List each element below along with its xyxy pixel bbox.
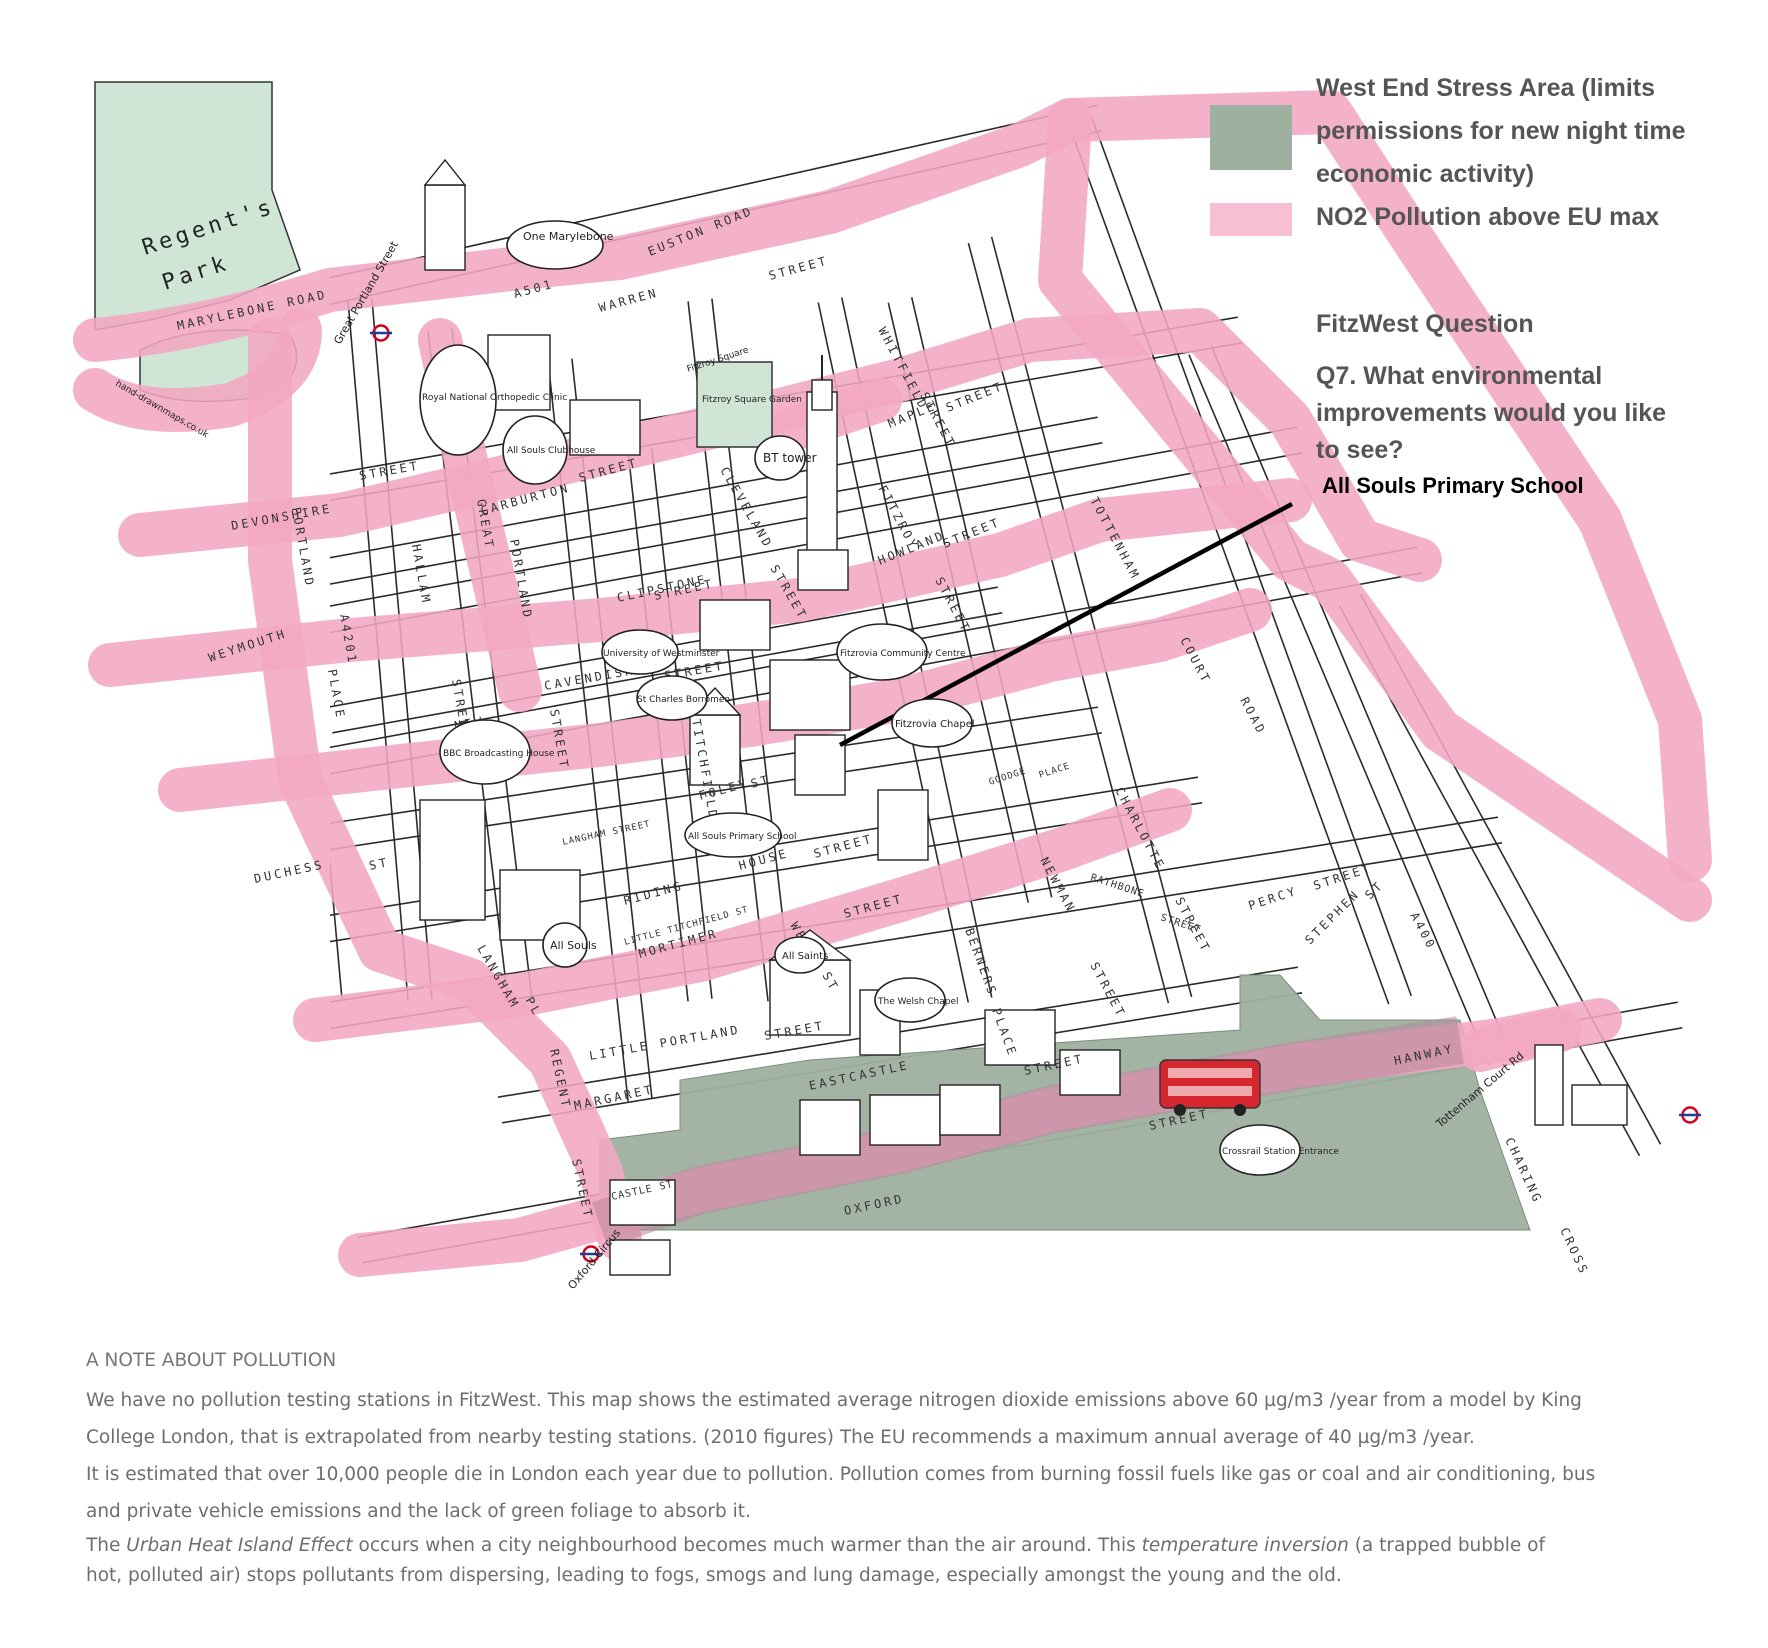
place-label: Fitzrovia Chapel [895,719,975,730]
street-label: RIDING [622,878,685,907]
place-label: All Souls Primary School [688,832,797,842]
street-label: STREET [1087,960,1128,1021]
street-label: STREET [1312,861,1375,893]
legend-swatch-no2 [1210,203,1292,236]
street-label: ST [749,772,772,791]
street-label: LANGHAM STREET [562,819,652,847]
note-heat-island: The Urban Heat Island Effect occurs when… [86,1535,1546,1586]
street-label: STEPHEN [1302,887,1363,948]
legend-label-west-end: West End Stress Area (limits permissions… [1316,74,1686,188]
street-label: DUCHESS [253,857,326,886]
street-label: A400 [1407,910,1439,953]
street-label: ST [1362,878,1386,902]
place-label: Crossrail Station Entrance [1222,1147,1339,1157]
place-label: St Charles Borromeo [637,695,730,705]
place-label: University of Westminster [603,649,720,659]
legend-label-no2: NO2 Pollution above EU max [1316,203,1660,231]
place-label: Royal National Orthopedic Clinic [422,393,567,403]
buildings [419,158,1628,1276]
note-body: We have no pollution testing stations in… [86,1390,1596,1522]
place-label: The Welsh Chapel [877,997,959,1007]
road-edge [910,297,1053,898]
place-label: All Souls Clubhouse [507,446,596,456]
tube-roundels [370,324,1701,1263]
street-label: GOODGE [988,766,1028,787]
street-label: PERCY [1247,884,1300,913]
road-edge [887,302,1030,903]
street-label: STREET [767,253,830,282]
road-edge [277,416,1098,568]
street-label: WARREN [597,285,660,314]
road-edge [241,732,1103,864]
street-label: PLACE [1038,761,1072,780]
road-edge [1090,115,1413,997]
question-answer: All Souls Primary School [1322,473,1584,498]
street-label: FITZROY [875,483,921,553]
place-label: One Marylebone [523,230,614,243]
legend-swatch-west-end [1210,105,1292,170]
place-label: BT tower [763,451,817,465]
street-label: HALLAM [409,543,433,606]
place-label: BBC Broadcasting House [443,749,555,759]
street-label: ST [368,855,391,873]
place-label: Fitzrovia Community Centre [840,649,966,659]
street-label: PLACE [325,668,348,721]
street-label: LITTLE PORTLAND [588,1023,741,1063]
road-edge [1210,345,1512,1056]
road-edge [282,442,1103,594]
street-label: CROSS [1557,1225,1591,1277]
red-bus [1159,1059,1261,1116]
place-label: All Souls [550,939,597,952]
question-heading: FitzWest Question [1316,310,1534,338]
place-label: Fitzroy Square Garden [702,395,802,405]
street-label: BERNERS [962,926,1000,998]
question-text: Q7. What environmental improvements woul… [1316,362,1667,464]
road-edge [1067,123,1390,1005]
street-label: ROAD [1237,695,1269,738]
place-label: All Saints [782,951,828,962]
street-label: RATHBONE [1089,872,1146,900]
note-title: A NOTE ABOUT POLLUTION [86,1350,337,1371]
